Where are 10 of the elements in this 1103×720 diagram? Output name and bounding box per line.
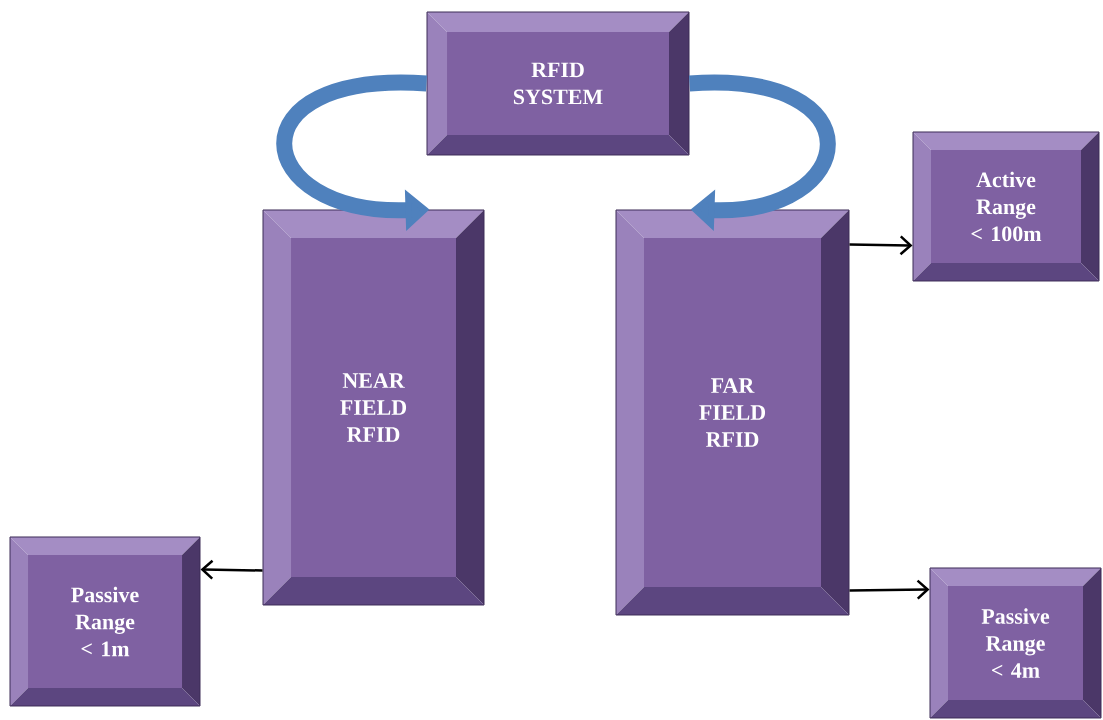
bevel-box: RFID SYSTEM	[426, 11, 690, 156]
arrow	[200, 559, 263, 580]
bevel-box: Passive Range < 4m	[929, 567, 1102, 719]
bevel-box: Passive Range < 1m	[9, 536, 201, 707]
bevel-box: Active Range < 100m	[912, 131, 1100, 282]
arrow	[849, 579, 930, 600]
curved-arrow	[689, 75, 836, 232]
bevel-box: FAR FIELD RFID	[615, 209, 850, 616]
arrow	[849, 235, 913, 256]
bevel-box: NEAR FIELD RFID	[262, 209, 485, 606]
